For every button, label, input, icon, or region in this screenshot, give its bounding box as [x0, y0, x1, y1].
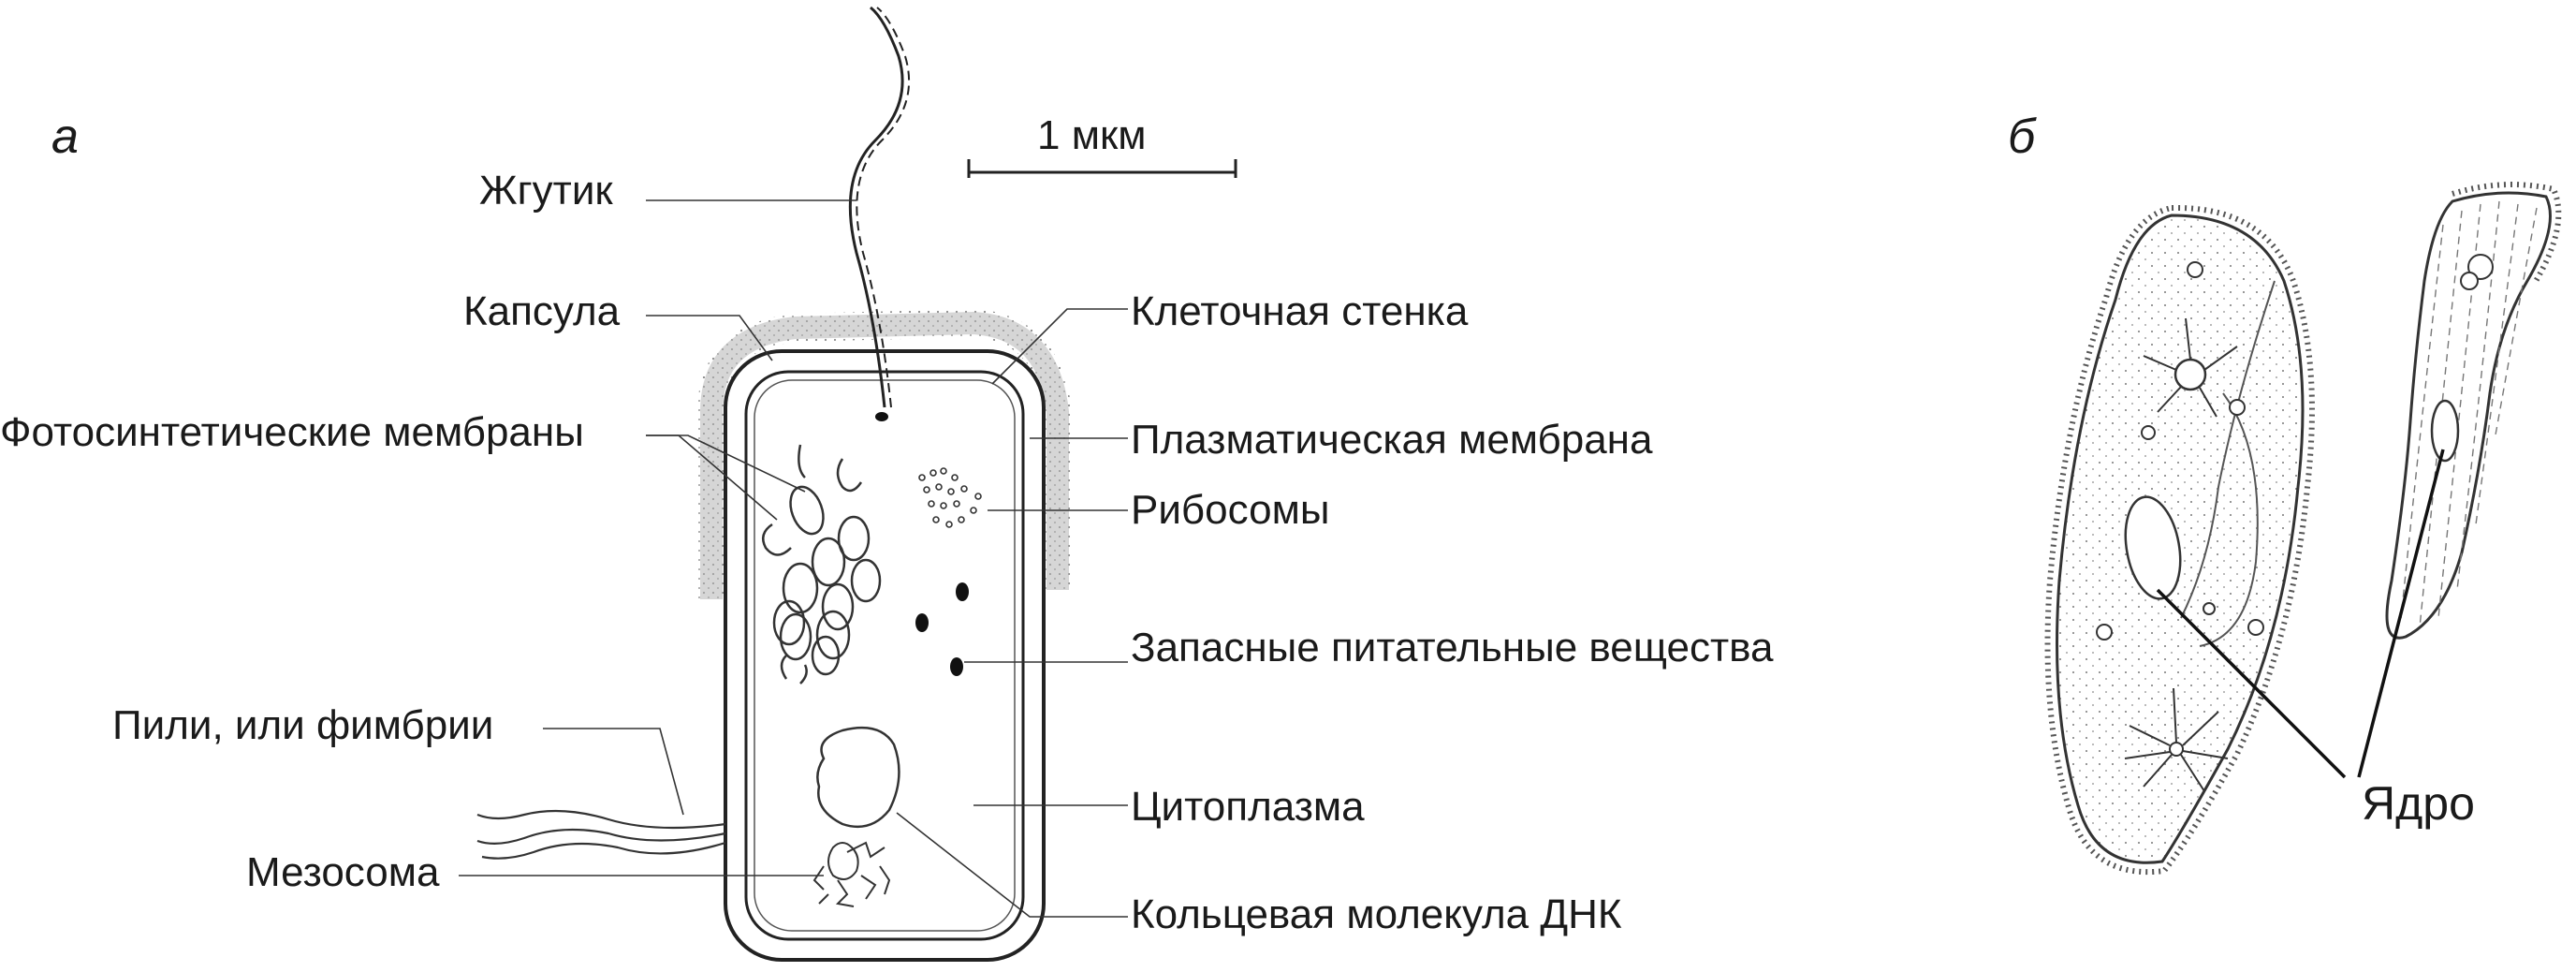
panel-label-b: б: [2008, 110, 2036, 164]
label-dna: Кольцевая молекула ДНК: [1131, 891, 1622, 937]
macronucleus: [2124, 495, 2182, 600]
scale-bar-label: 1 мкм: [1037, 112, 1147, 158]
paramecium-small: [2385, 182, 2562, 640]
ribosomes: [918, 467, 982, 528]
label-cytoplasm: Цитоплазма: [1131, 784, 1365, 830]
label-capsule: Капсула: [463, 288, 621, 334]
label-mesosome: Мезосома: [246, 849, 440, 895]
leader-lines: [459, 199, 1128, 918]
bacterium: [476, 6, 1072, 962]
paramecium-large: [2044, 204, 2315, 876]
storage-granules: [915, 582, 969, 676]
macronucleus: [2430, 399, 2460, 463]
flagellum: [848, 6, 904, 408]
nucleus-leaders: [2156, 449, 2445, 779]
label-ribosomes: Рибосомы: [1131, 487, 1330, 533]
mesosome: [812, 841, 891, 907]
panel-label-a: а: [51, 110, 79, 164]
label-photosynthetic-membranes: Фотосинтетические мембраны: [0, 409, 584, 455]
label-pili: Пили, или фимбрии: [112, 702, 494, 748]
label-flagellum: Жгутик: [479, 168, 613, 214]
photosynthetic-membranes: [761, 444, 882, 685]
label-nucleus: Ядро: [2362, 777, 2475, 830]
dna-nucleoid: [816, 726, 900, 829]
plasma-membrane: [744, 370, 1025, 941]
label-cell-wall: Клеточная стенка: [1131, 288, 1469, 334]
label-storage: Запасные питательные вещества: [1131, 625, 1774, 670]
label-plasma-membrane: Плазматическая мембрана: [1131, 417, 1653, 463]
pili: [476, 809, 726, 860]
scale-bar: [967, 159, 1237, 178]
